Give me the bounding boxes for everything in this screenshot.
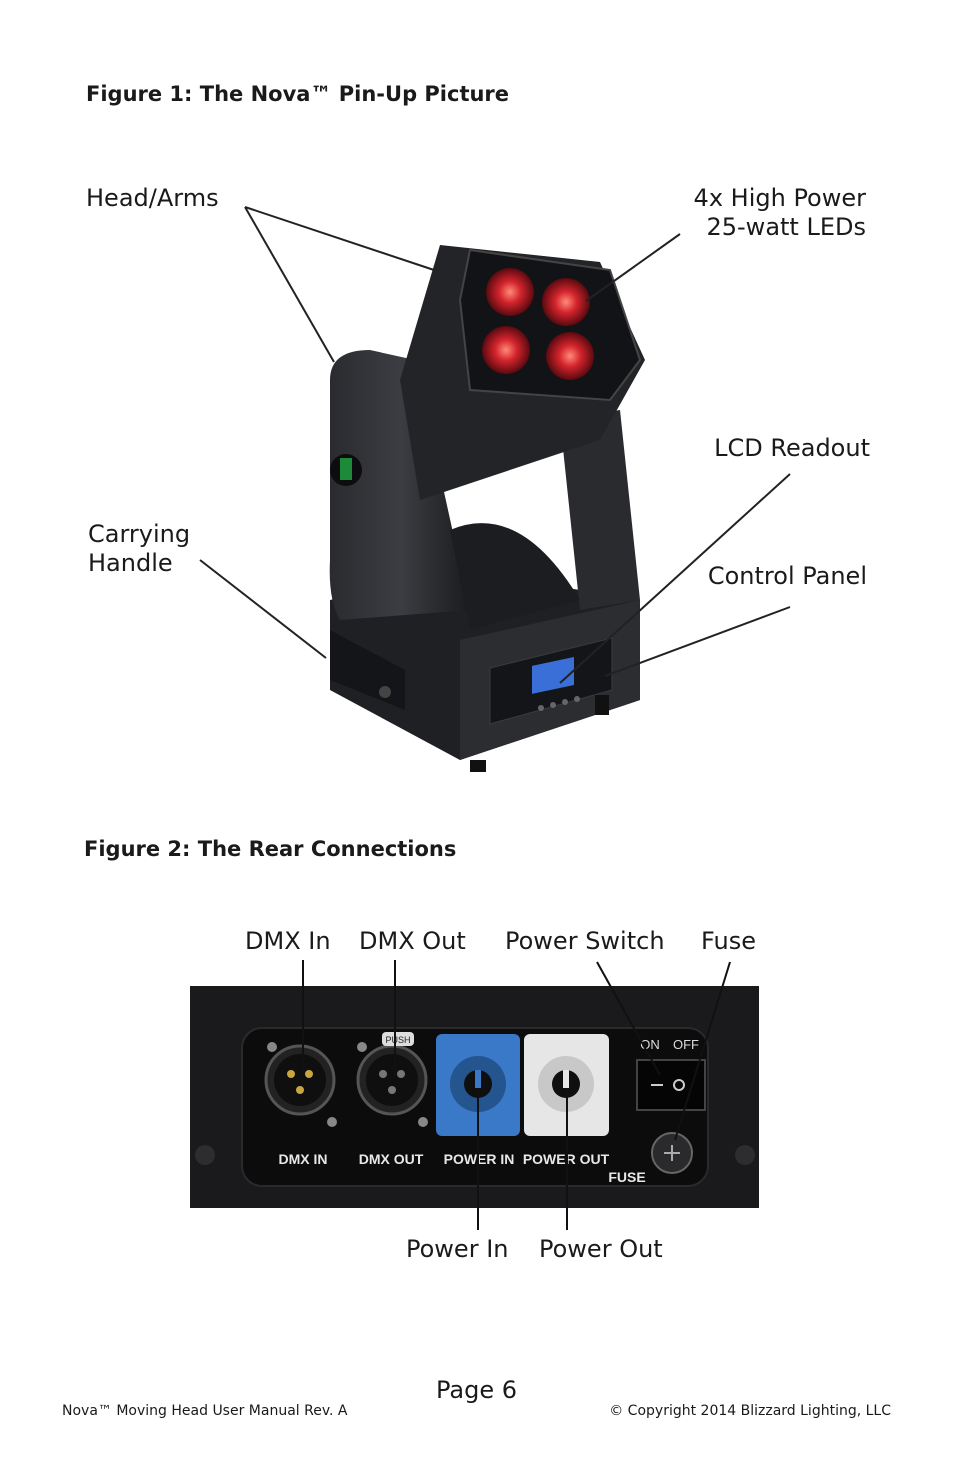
- callout-handle-line1: Carrying: [88, 520, 191, 548]
- callout-fuse: Fuse: [701, 927, 756, 955]
- logo-badge: [340, 458, 352, 480]
- dmx-out-push-label: PUSH: [385, 1035, 410, 1045]
- carrying-handle: [330, 630, 405, 710]
- callout-lcd-readout: LCD Readout: [714, 434, 870, 462]
- switch-off-label: OFF: [673, 1037, 699, 1052]
- callout-leds-line2: 25-watt LEDs: [706, 213, 866, 241]
- footer-copyright: © Copyright 2014 Blizzard Lighting, LLC: [609, 1403, 891, 1419]
- power-in-connector: [436, 1034, 520, 1136]
- moving-head-illustration: [199, 206, 791, 772]
- panel-label-dmx-out: DMX OUT: [359, 1151, 424, 1167]
- panel-label-dmx-in: DMX IN: [279, 1151, 328, 1167]
- led-1: [486, 268, 534, 316]
- rear-connections-illustration: PUSH ON OFF DMX IN DMX OUT POWER IN POWE…: [190, 960, 759, 1230]
- figure1-leader-lines: [199, 206, 791, 684]
- fixture-head: [400, 245, 645, 500]
- figure2-leader-lines: [302, 960, 731, 1230]
- fuse-holder: [651, 1132, 693, 1174]
- callout-control-panel: Control Panel: [707, 562, 867, 590]
- page-number: Page 6: [436, 1376, 517, 1404]
- led-3: [482, 326, 530, 374]
- fixture-yoke: [329, 350, 640, 630]
- callout-power-switch: Power Switch: [505, 927, 665, 955]
- callout-handle-line2: Handle: [88, 549, 173, 577]
- lcd-readout-screen: [532, 656, 574, 694]
- callout-leds-line1: 4x High Power: [693, 184, 866, 212]
- power-out-connector: [524, 1034, 609, 1136]
- dmx-out-connector: PUSH: [356, 1032, 428, 1127]
- callout-dmx-out: DMX Out: [359, 927, 466, 955]
- callout-dmx-in: DMX In: [245, 927, 331, 955]
- callout-head-arms: Head/Arms: [86, 184, 219, 212]
- control-panel: [489, 637, 613, 725]
- footer-manual-title: Nova™ Moving Head User Manual Rev. A: [62, 1403, 348, 1419]
- panel-label-fuse: FUSE: [608, 1169, 645, 1185]
- led-2: [542, 278, 590, 326]
- led-4: [546, 332, 594, 380]
- figure2-title: Figure 2: The Rear Connections: [84, 837, 457, 861]
- power-switch: ON OFF: [636, 1037, 706, 1111]
- figure1-title: Figure 1: The Nova™ Pin-Up Picture: [86, 82, 510, 106]
- callout-power-in: Power In: [406, 1235, 509, 1263]
- callout-power-out: Power Out: [539, 1235, 663, 1263]
- dmx-in-connector: [264, 1042, 337, 1127]
